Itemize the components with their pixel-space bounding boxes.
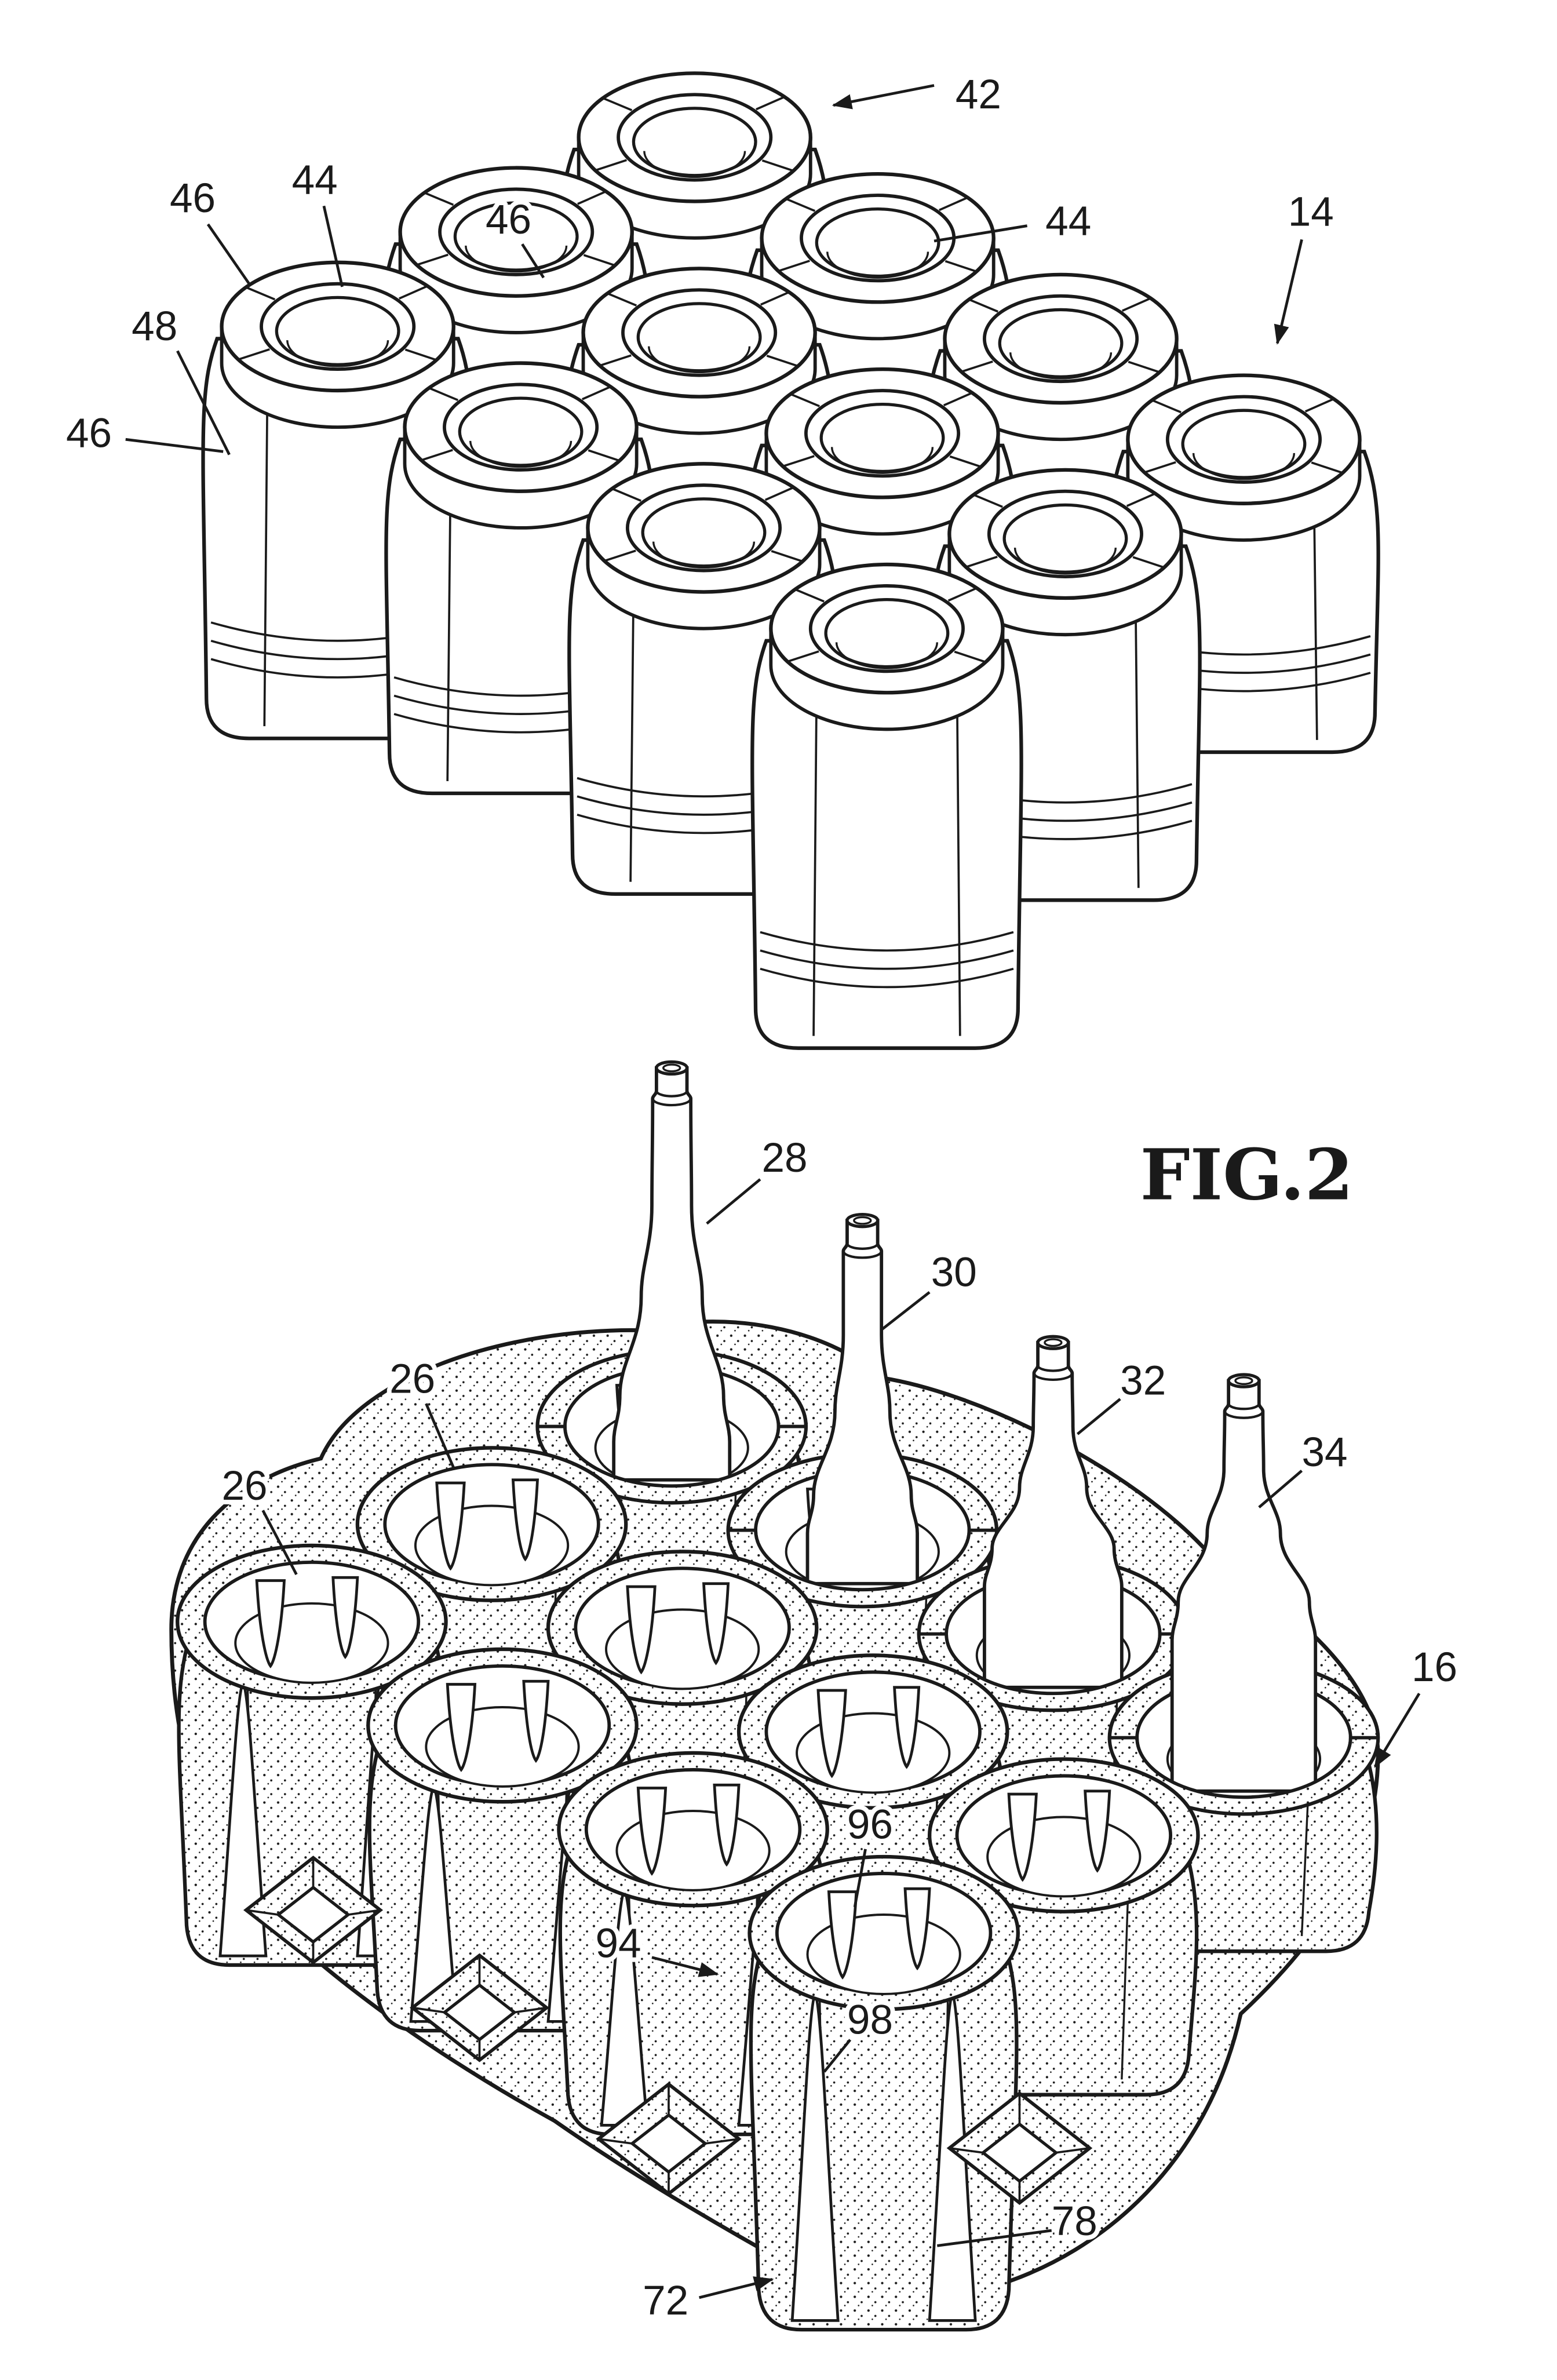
- ref-leader-30: [880, 1291, 931, 1332]
- ref-leader-98: [823, 2039, 852, 2073]
- ref-leader-46-left-edge: [125, 438, 224, 453]
- ref-label-46-left-edge: 46: [66, 410, 112, 456]
- ref-label-32: 32: [1120, 1358, 1166, 1404]
- ref-label-16: 16: [1412, 1645, 1457, 1690]
- diamond-hole: [243, 1856, 384, 1965]
- ref-label-72: 72: [643, 2278, 688, 2324]
- ref-label-28: 28: [761, 1135, 807, 1181]
- upper-socket: [750, 562, 1023, 1050]
- lower-pocket: [747, 1854, 1020, 2332]
- figure-caption: FIG.2: [1140, 1133, 1354, 1216]
- ref-leader-26-lower: [261, 1510, 298, 1576]
- diamond-hole: [946, 2091, 1093, 2205]
- ref-label-34: 34: [1301, 1430, 1347, 1475]
- ref-label-26-upper: 26: [389, 1357, 435, 1402]
- ref-label-44-left: 44: [292, 157, 338, 203]
- ref-leader-72: [699, 2276, 774, 2299]
- ref-leader-94: [651, 1956, 719, 1977]
- ref-label-14: 14: [1288, 189, 1334, 235]
- ref-leader-44-left: [322, 205, 344, 287]
- upper-tray-drawing: [201, 71, 1380, 1050]
- ref-leader-44-right: [934, 224, 1028, 243]
- ref-leader-48: [176, 350, 231, 455]
- ref-label-78: 78: [1052, 2199, 1097, 2244]
- ref-label-30: 30: [931, 1249, 977, 1295]
- ref-label-42: 42: [956, 72, 1001, 118]
- bottle-34: [1170, 1373, 1318, 1793]
- ref-leader-26-upper: [425, 1403, 455, 1468]
- ref-label-96: 96: [847, 1802, 893, 1847]
- ref-leader-46-top-left: [206, 223, 250, 285]
- ref-leader-78: [936, 2229, 1052, 2247]
- ref-label-98: 98: [847, 1997, 893, 2043]
- bottle-28: [612, 1060, 732, 1482]
- lower-tray-drawing: [169, 1060, 1380, 2332]
- ref-label-46-mid: 46: [486, 197, 531, 243]
- diamond-hole: [596, 2082, 742, 2196]
- ref-label-48: 48: [132, 304, 177, 349]
- reference-labels-layer: 42 46 44 46 44 14 48 46 28 30 32 34 26 26 16 96 94 98 78 72: [61, 67, 1462, 2328]
- ref-label-46-top-left: 46: [170, 176, 216, 221]
- ref-leader-96: [853, 1849, 867, 1908]
- ref-leader-28: [706, 1178, 761, 1225]
- ref-label-26-lower: 26: [222, 1463, 268, 1509]
- ref-leader-46-mid: [521, 243, 545, 279]
- ref-leader-16: [1373, 1693, 1421, 1768]
- ref-label-94: 94: [596, 1921, 641, 1967]
- ref-leader-14: [1274, 239, 1303, 345]
- ref-leader-42: [832, 84, 935, 110]
- lower-pocket: [927, 1757, 1200, 2097]
- ref-leader-34: [1258, 1470, 1303, 1508]
- diamond-hole: [409, 1953, 550, 2062]
- ref-label-44-right: 44: [1045, 198, 1091, 244]
- ref-leader-32: [1077, 1398, 1121, 1435]
- upper-socket: [1107, 373, 1380, 755]
